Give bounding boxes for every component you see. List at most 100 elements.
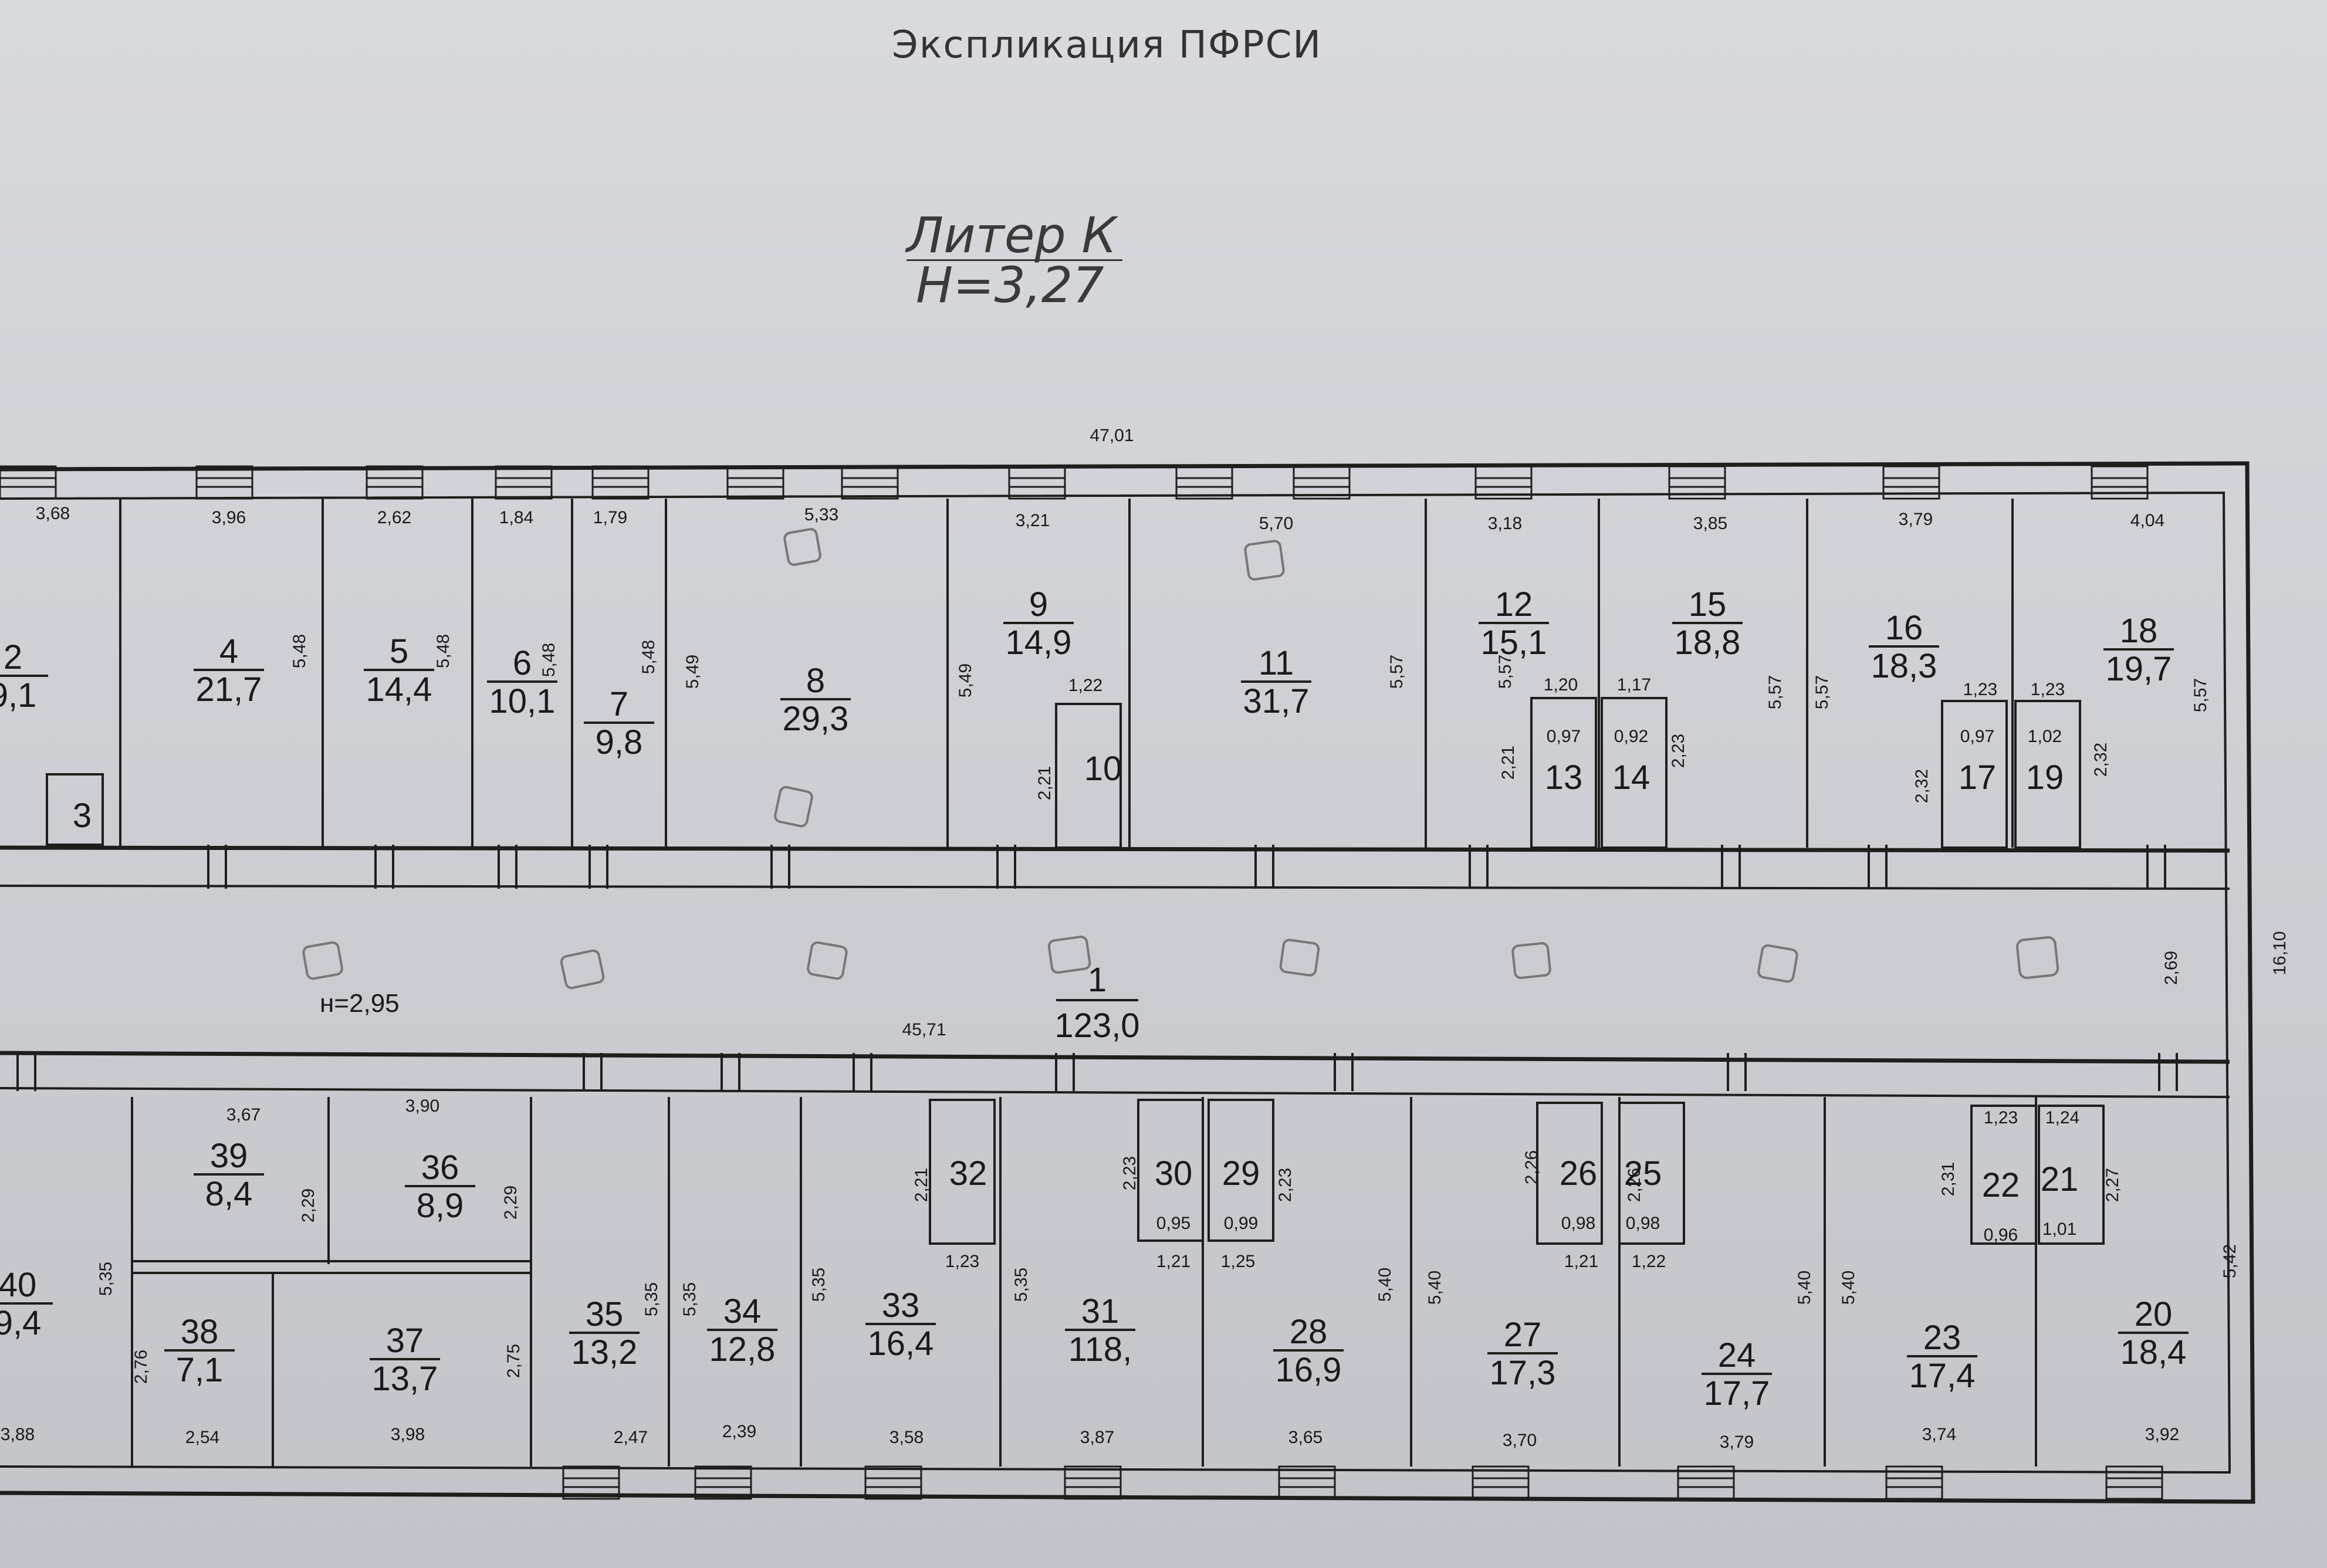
dim-width-18: 4,04 [2130,511,2164,530]
dim-inner-22: 0,96 [1984,1225,2018,1245]
dim-inner-25: 0,98 [1626,1214,1660,1233]
room-number-13: 13 [1545,758,1583,797]
dim-depth-39: 2,29 [299,1188,318,1222]
room-number-7: 7 [610,685,628,723]
dim-width-40: 3,88 [1,1425,35,1444]
window-bottom-8 [1885,1465,1943,1500]
corridor-height: н=2,95 [320,989,400,1018]
dim-depth-37: 2,75 [504,1344,523,1378]
dim-width-29: 1,25 [1221,1252,1255,1271]
room-number-8: 8 [806,662,825,700]
room-number-6: 6 [513,644,532,682]
room-area-11: 31,7 [1243,682,1310,720]
dim-width-12: 3,18 [1488,514,1522,533]
dim-depth-15: 5,57 [1765,675,1785,709]
window-top-1 [0,465,57,500]
room-area-34: 12,8 [709,1330,776,1369]
dim-depth-30: 2,23 [1120,1156,1139,1190]
dim-depth-5: 5,48 [434,634,453,668]
dim-depth-25: 2,26 [1625,1168,1644,1202]
dim-depth-34: 5,35 [680,1282,699,1316]
dim-inner-26: 0,98 [1561,1214,1595,1233]
corridor-walls [0,845,2230,1098]
dim-depth-21: 2,27 [2103,1168,2122,1202]
room-number-35: 35 [586,1295,624,1333]
dim-width-24: 3,79 [1720,1432,1754,1452]
dim-width-16: 3,79 [1899,510,1933,529]
dim-width-22: 1,23 [1984,1108,2018,1127]
room-number-24: 24 [1718,1336,1756,1374]
room-area-7: 9,8 [596,723,643,761]
room-area-23: 17,4 [1909,1357,1976,1395]
room-area-38: 7,1 [176,1351,224,1389]
dim-inner-21: 1,01 [2042,1220,2076,1239]
dim-depth-24: 5,40 [1795,1271,1814,1305]
window-bottom-4 [1064,1465,1122,1500]
window-top-11 [1474,465,1533,500]
room-area-4: 21,7 [196,670,262,709]
room-number-39: 39 [210,1137,248,1175]
room-area-16: 18,3 [1871,647,1937,685]
room-area-31: 118, [1068,1330,1132,1369]
dim-depth-23: 5,40 [1839,1271,1858,1305]
dim-depth-10: 2,21 [1035,766,1054,800]
dim-inner-19: 1,02 [2028,727,2062,746]
window-top-13 [1882,465,1940,500]
window-bottom-9 [2105,1465,2163,1500]
dim-depth-33: 5,35 [809,1268,828,1302]
room-number-33: 33 [882,1286,920,1325]
room-area-20: 18,4 [2120,1333,2187,1371]
window-top-5 [591,465,650,500]
dim-depth-36: 2,29 [501,1186,520,1220]
room-area-39: 8,4 [205,1175,253,1213]
window-top-4 [495,465,553,500]
room-number-14: 14 [1612,758,1650,797]
room-area-15: 18,8 [1675,624,1741,662]
dim-width-37: 3,98 [391,1425,425,1444]
dim-width-27: 3,70 [1503,1431,1537,1450]
bottom-partitions [131,1097,2105,1467]
room-area-9: 14,9 [1006,624,1072,662]
dim-depth-35: 5,35 [642,1282,661,1316]
dim-width-34: 2,39 [722,1422,756,1441]
dim-width-15: 3,85 [1693,514,1727,533]
dim-width-11: 5,70 [1259,514,1293,533]
dim-depth-20: 5,42 [2220,1244,2240,1278]
window-bottom-6 [1472,1465,1530,1500]
dim-width-19: 1,23 [2031,680,2065,699]
room-number-22: 22 [1982,1166,2020,1204]
dim-width-5: 2,62 [377,508,411,527]
dim-width-2: 3,68 [36,504,70,523]
room-number-4: 4 [219,632,238,670]
room-number-32: 32 [949,1154,987,1193]
dim-depth-18: 5,57 [2191,678,2210,712]
dim-depth-32: 2,21 [912,1168,931,1202]
dim-width-17: 1,23 [1963,680,1997,699]
door-marks [16,845,2178,1091]
dim-depth-16: 5,57 [1812,675,1832,709]
dim-width-8: 5,33 [804,505,838,524]
liter-name: Литер К [907,211,1123,261]
room-number-12: 12 [1495,585,1533,624]
outer-walls [0,461,2255,1504]
room-labels: 29,13421,7514,4610,179,8829,3914,9101131… [0,585,2189,1413]
dim-depth-28: 5,40 [1375,1268,1395,1302]
dim-width-30: 1,21 [1156,1252,1190,1271]
room-number-27: 27 [1504,1316,1542,1354]
dim-width-33: 3,58 [889,1428,924,1447]
doors [16,845,2178,1091]
dim-width-31: 3,87 [1080,1428,1114,1447]
window-top-12 [1668,465,1726,500]
dim-depth-7: 5,48 [639,640,658,674]
room-number-5: 5 [390,632,408,670]
dim-width-21: 1,24 [2045,1108,2079,1127]
room-number-10: 10 [1084,750,1122,788]
dim-width-39: 3,67 [226,1105,261,1125]
dim-depth-17: 2,32 [1912,769,1932,803]
room-number-2: 2 [4,638,22,676]
room-area-8: 29,3 [783,700,849,738]
window-top-2 [195,465,253,500]
room-number-36: 36 [421,1149,459,1187]
window-top-7 [841,465,899,500]
